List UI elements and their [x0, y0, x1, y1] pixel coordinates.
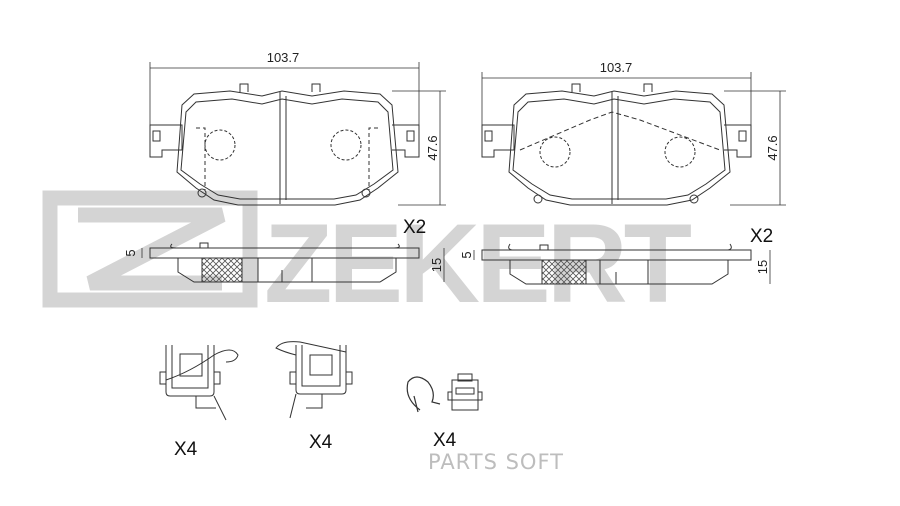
brake-pad-side-view-2	[481, 243, 752, 285]
zekert-watermark: ZEKERT	[42, 190, 696, 326]
clip2-quantity: X4	[309, 432, 333, 453]
brake-pad-side-view-1	[149, 242, 420, 283]
pad2-height-label: 47.6	[765, 135, 780, 160]
anti-rattle-clip-2	[275, 341, 353, 419]
pad1-quantity: X2	[403, 217, 426, 238]
watermark-footer: PARTS SOFT	[428, 450, 564, 474]
sensor-clip	[447, 373, 483, 411]
pad2-width-dimension	[481, 72, 752, 125]
side2-thickness-label: 15	[755, 260, 770, 274]
pad1-width-dimension	[149, 62, 420, 125]
clip1-quantity: X4	[174, 439, 198, 460]
pad1-height-label: 47.6	[425, 135, 440, 160]
brake-pad-front-view-2	[481, 83, 752, 206]
brake-pad-front-view-1	[149, 83, 420, 206]
side2-shim-label: 5	[459, 251, 474, 258]
pad2-quantity: X2	[750, 226, 773, 247]
watermark-brand: ZEKERT	[264, 201, 692, 326]
zekert-logo-icon	[42, 190, 258, 308]
clip3-quantity: X4	[433, 430, 457, 451]
pad2-width-label: 103.7	[600, 60, 633, 75]
wear-indicator-spring-icon	[406, 376, 441, 413]
pad1-width-label: 103.7	[267, 50, 300, 65]
anti-rattle-clip-1	[159, 345, 239, 421]
side1-thickness-label: 15	[429, 258, 444, 272]
pad2-height-dimension	[724, 90, 786, 206]
side1-shim-label: 5	[123, 249, 138, 256]
pad1-height-dimension	[392, 90, 446, 206]
